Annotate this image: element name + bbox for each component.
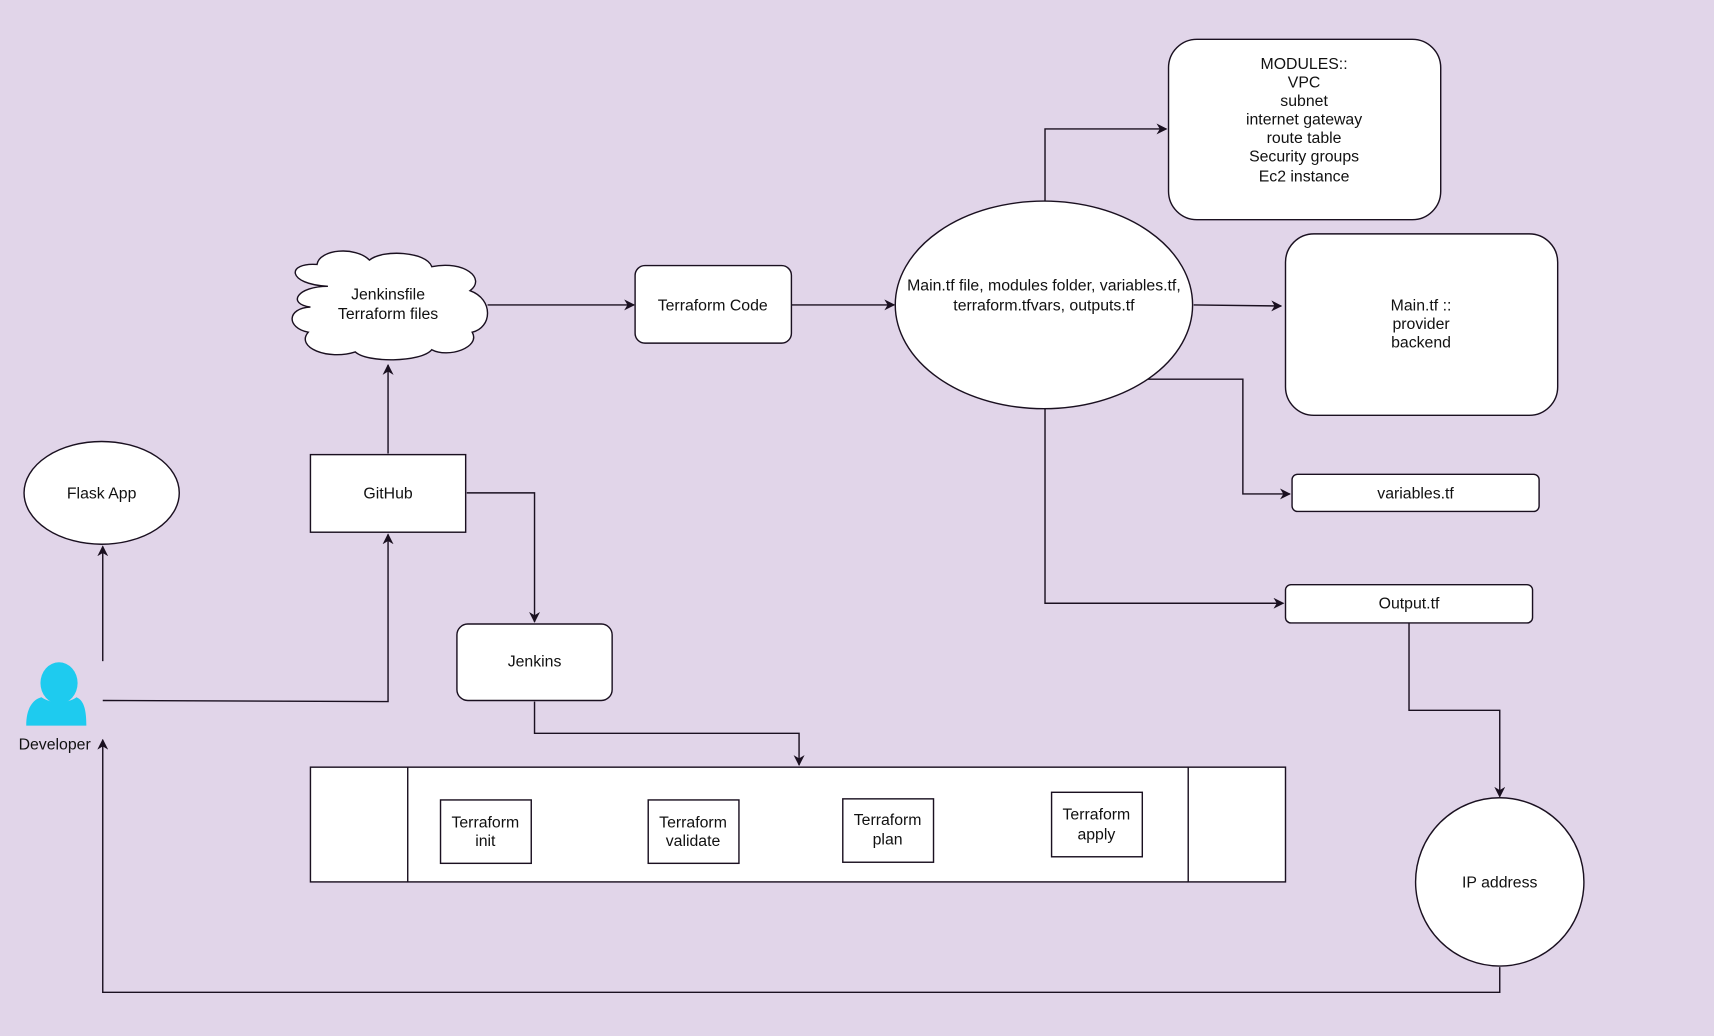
pipeline-stage-apply[interactable]: Terraform apply — [1050, 791, 1144, 858]
edge-main-to-output[interactable] — [1044, 408, 1285, 609]
pipeline-stage-validate[interactable]: Terraform validate — [647, 799, 740, 865]
stage-validate-line-2: validate — [666, 833, 721, 850]
cloud-shape — [291, 250, 489, 361]
stage-init-line-2: init — [475, 833, 496, 850]
modules-label-line-3: subnet — [1280, 93, 1328, 110]
edge-developer-to-github[interactable] — [102, 533, 394, 703]
modules-label-line-2: VPC — [1288, 74, 1321, 91]
edge-main-to-variables[interactable] — [1147, 378, 1291, 500]
cloud-label-line-2: Terraform files — [338, 306, 438, 323]
main-files-label-line-2: terraform.tfvars, outputs.tf — [953, 297, 1135, 314]
modules-label-line-7: Ec2 instance — [1259, 168, 1350, 185]
output-tf-label: Output.tf — [1379, 596, 1440, 613]
variables-tf-node[interactable]: variables.tf — [1291, 473, 1540, 513]
edge-output-to-ip[interactable] — [1408, 622, 1506, 798]
stage-apply-line-2: apply — [1077, 826, 1115, 843]
flask-app-node[interactable]: Flask App — [23, 440, 180, 545]
main-tf-node[interactable]: Main.tf :: provider backend — [1284, 233, 1559, 416]
variables-tf-label: variables.tf — [1377, 485, 1454, 502]
main-tf-label-line-1: Main.tf :: — [1391, 297, 1452, 314]
edge-ip-to-developer[interactable] — [97, 738, 1501, 993]
terraform-code-node[interactable]: Terraform Code — [634, 264, 793, 344]
github-node[interactable]: GitHub — [309, 453, 467, 533]
github-label: GitHub — [363, 485, 412, 502]
flask-app-label: Flask App — [67, 485, 137, 502]
edge-jenkins-to-pipeline[interactable] — [533, 701, 805, 767]
stage-plan-line-2: plan — [873, 832, 903, 849]
jenkins-label: Jenkins — [508, 654, 562, 671]
edge-main-to-modules[interactable] — [1044, 123, 1168, 202]
stage-init-line-1: Terraform — [451, 814, 519, 831]
modules-label-line-4: internet gateway — [1246, 112, 1362, 129]
main-tf-label-line-2: provider — [1392, 316, 1450, 333]
terraform-code-label: Terraform Code — [658, 297, 768, 314]
modules-label-line-1: MODULES:: — [1261, 56, 1348, 73]
output-tf-node[interactable]: Output.tf — [1284, 583, 1534, 624]
main-tf-label-line-3: backend — [1391, 335, 1451, 352]
modules-label-line-5: route table — [1267, 130, 1342, 147]
modules-label-line-6: Security groups — [1249, 149, 1359, 166]
stage-apply-line-1: Terraform — [1063, 807, 1131, 824]
edge-main-to-main-tf[interactable] — [1193, 300, 1283, 312]
ip-address-label: IP address — [1462, 874, 1537, 891]
main-files-label-line-1: Main.tf file, modules folder, variables.… — [907, 278, 1181, 295]
cloud-node[interactable]: Jenkinsfile Terraform files — [291, 250, 489, 361]
pipeline-container[interactable]: Terraform init Terraform validate Terraf… — [309, 766, 1287, 883]
person-icon — [26, 662, 87, 726]
pipeline-stage-init[interactable]: Terraform init — [439, 799, 532, 865]
modules-node[interactable]: MODULES:: VPC subnet internet gateway ro… — [1167, 38, 1442, 221]
pipeline-stage-plan[interactable]: Terraform plan — [842, 798, 935, 863]
edges — [97, 123, 1506, 993]
jenkins-node[interactable]: Jenkins — [456, 623, 613, 702]
edge-github-to-jenkins[interactable] — [466, 492, 540, 623]
stage-plan-line-1: Terraform — [854, 812, 922, 829]
developer-node[interactable]: Developer — [19, 662, 92, 754]
cloud-label-line-1: Jenkinsfile — [351, 286, 425, 303]
stage-validate-line-1: Terraform — [659, 814, 727, 831]
developer-label: Developer — [19, 737, 92, 754]
ip-address-node[interactable]: IP address — [1414, 797, 1585, 967]
main-files-node[interactable]: Main.tf file, modules folder, variables.… — [894, 200, 1194, 410]
